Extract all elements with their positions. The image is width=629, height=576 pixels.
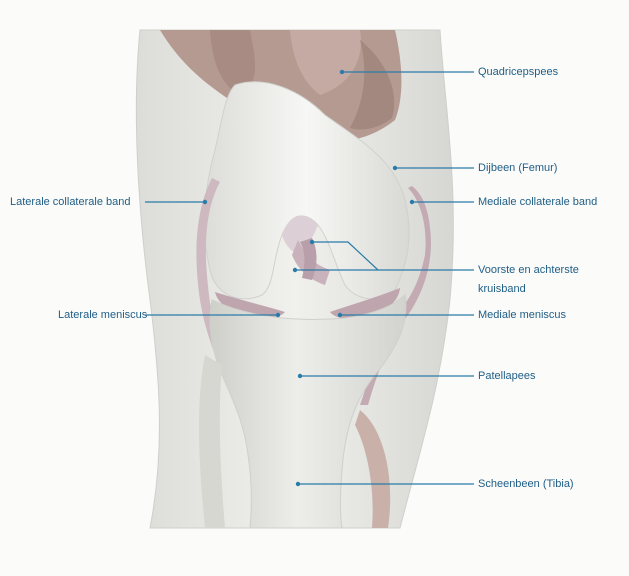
label-femur: Dijbeen (Femur) — [478, 161, 557, 175]
marker-quadriceps — [340, 70, 344, 74]
label-patellar-tendon: Patellapees — [478, 369, 536, 383]
label-quadriceps: Quadricepspees — [478, 65, 558, 79]
marker-lateral-meniscus — [276, 313, 280, 317]
label-lateral-meniscus: Laterale meniscus — [58, 308, 147, 322]
label-lateral-collateral: Laterale collaterale band — [10, 195, 130, 209]
marker-tibia — [296, 482, 300, 486]
marker-medial-meniscus — [338, 313, 342, 317]
label-medial-collateral: Mediale collaterale band — [478, 195, 597, 209]
marker-medial-collateral — [410, 200, 414, 204]
label-tibia: Scheenbeen (Tibia) — [478, 477, 574, 491]
marker-cruciate-2 — [293, 268, 297, 272]
marker-cruciate — [310, 240, 314, 244]
marker-femur — [393, 166, 397, 170]
label-medial-meniscus: Mediale meniscus — [478, 308, 566, 322]
marker-lateral-collateral — [203, 200, 207, 204]
label-cruciate-line1: Voorste en achterste — [478, 263, 579, 277]
label-cruciate-line2: kruisband — [478, 282, 526, 296]
marker-patellar-tendon — [298, 374, 302, 378]
